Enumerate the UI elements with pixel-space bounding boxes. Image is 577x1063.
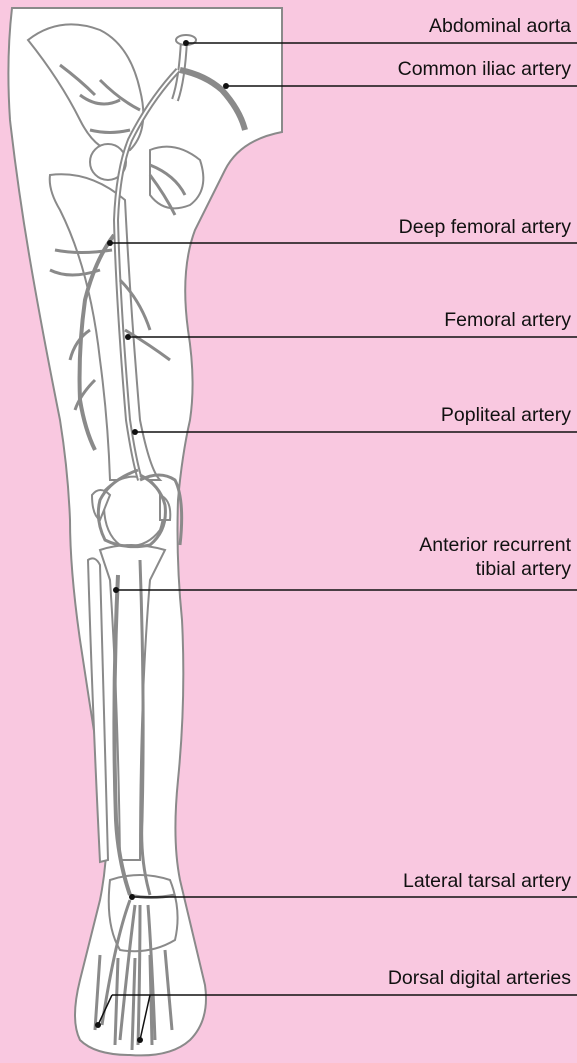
label-anterior-recurrent-tibial-artery: Anterior recurrent tibial artery (419, 533, 571, 581)
dot-lateral-tarsal (129, 894, 135, 900)
label-deep-femoral-artery: Deep femoral artery (399, 215, 571, 239)
label-dorsal-digital-arteries: Dorsal digital arteries (388, 966, 571, 990)
dot-deep-femoral (107, 240, 113, 246)
dot-anterior-recurrent-tibial (113, 587, 119, 593)
label-common-iliac-artery: Common iliac artery (398, 57, 571, 81)
label-anterior-recurrent-line2: tibial artery (419, 557, 571, 581)
dot-common-iliac (223, 83, 229, 89)
label-popliteal-artery: Popliteal artery (441, 403, 571, 427)
dot-popliteal (132, 429, 138, 435)
dot-dorsal-digital-a (95, 1022, 101, 1028)
dot-abdominal-aorta (183, 40, 189, 46)
dot-femoral (125, 334, 131, 340)
label-abdominal-aorta: Abdominal aorta (429, 14, 571, 38)
dot-dorsal-digital-b (137, 1037, 143, 1043)
label-anterior-recurrent-line1: Anterior recurrent (419, 533, 571, 557)
label-lateral-tarsal-artery: Lateral tarsal artery (403, 869, 571, 893)
sacrum (150, 147, 203, 209)
label-femoral-artery: Femoral artery (444, 308, 571, 332)
